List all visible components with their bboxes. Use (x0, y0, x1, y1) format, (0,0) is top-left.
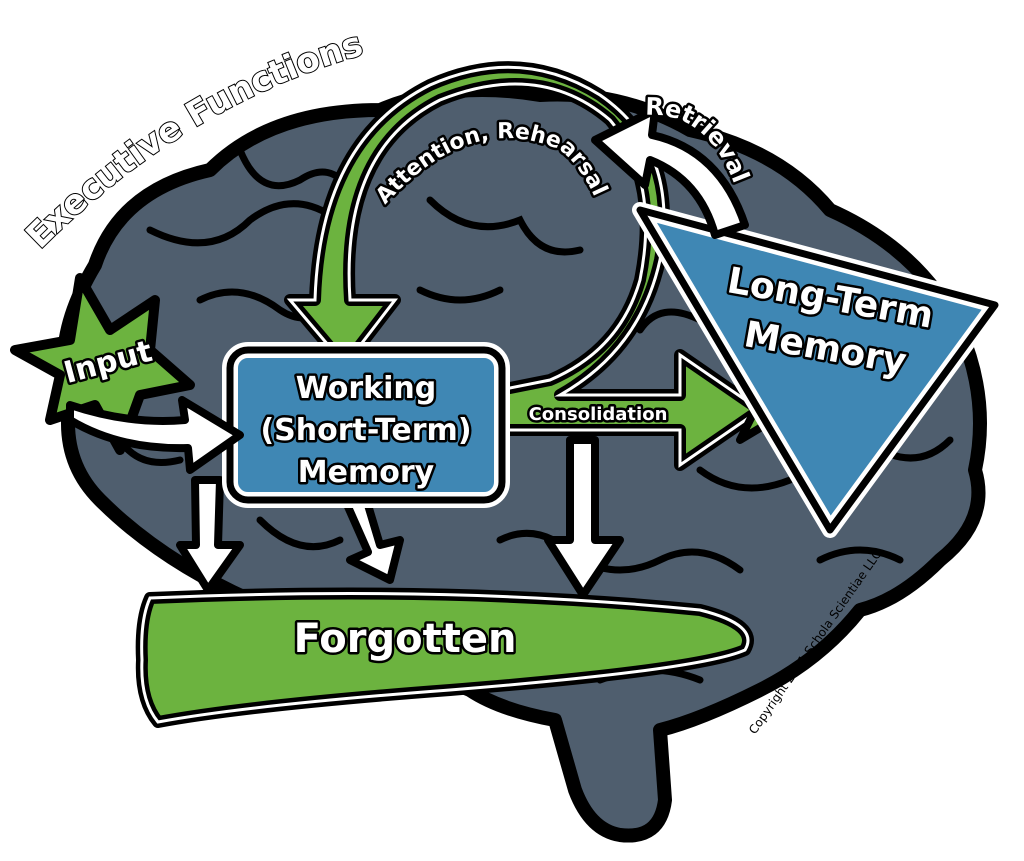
input-arrow-icon (66, 396, 244, 474)
forgotten-box: Forgotten (135, 587, 754, 728)
long-term-memory-triangle: Long-Term Memory (632, 202, 1003, 538)
retrieval-arrow-icon (591, 106, 749, 239)
down-arrow-icon (544, 436, 624, 599)
working-memory-label-line1: Working (296, 371, 437, 406)
forgotten-label: Forgotten (294, 616, 517, 662)
working-memory-box: Working (Short-Term) Memory (222, 342, 510, 508)
down-arrow-icon (176, 476, 244, 594)
input-star: Input (10, 273, 195, 455)
consolidation-label: Consolidation (529, 404, 668, 425)
working-memory-label-line2: (Short-Term) (260, 413, 471, 448)
working-memory-label-line3: Memory (298, 455, 435, 490)
forget-arrows (176, 436, 624, 599)
